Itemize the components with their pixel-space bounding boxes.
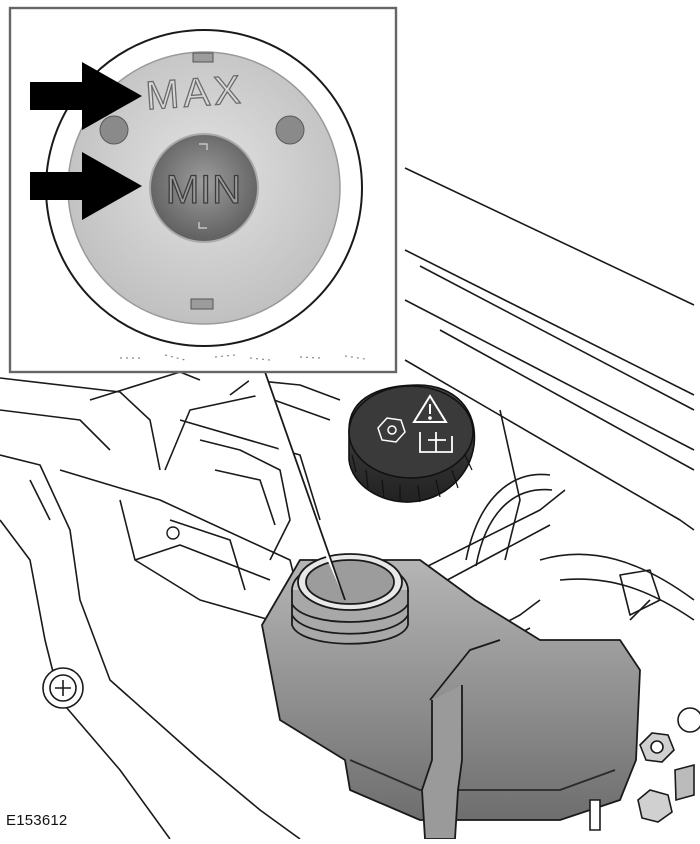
bolt-assembly (589, 707, 700, 831)
dial-tick-bottom (190, 298, 214, 310)
fluid-level-icon (419, 432, 453, 453)
inset-pointer (245, 371, 346, 601)
reservoir-cap (348, 384, 476, 503)
bracket-hole (166, 526, 180, 540)
arrow-right-icon (30, 62, 142, 130)
arrow-right-icon (30, 152, 142, 220)
engine-bay-linework (0, 167, 695, 840)
dial-tick-top (192, 52, 214, 63)
screw-cap-icon (377, 417, 406, 443)
min-pad-mark-top (199, 143, 208, 150)
dial-dimple-left (99, 115, 129, 145)
max-label: MAX (144, 68, 246, 119)
warning-triangle-icon (412, 394, 448, 423)
screw-head-icon (42, 667, 84, 709)
min-label: MIN (166, 168, 242, 212)
figure-id: E153612 (6, 812, 68, 829)
min-pad-mark-bottom (198, 222, 207, 229)
min-pad (149, 133, 259, 243)
inset-detail: MAX MIN (8, 6, 398, 374)
dial-dimple-right (275, 115, 305, 145)
fluid-reservoir (261, 553, 641, 840)
